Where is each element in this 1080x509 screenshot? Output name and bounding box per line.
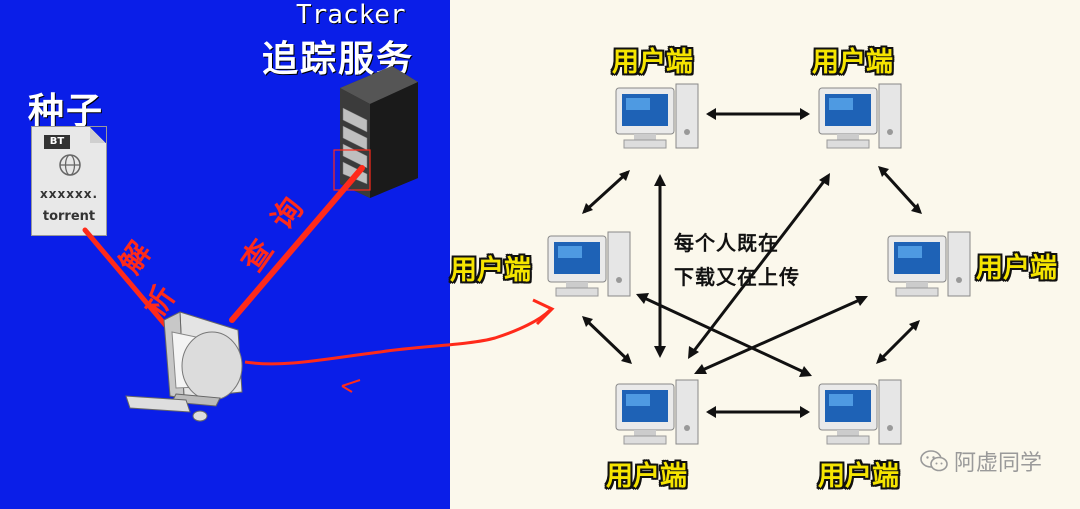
client-computer-icon-mid-right [887, 231, 971, 297]
bt-badge: BT [44, 135, 70, 149]
client-computer-icon-bottom-left [615, 379, 699, 445]
client-computer-icon-mid-left [547, 231, 631, 297]
client-label-mid-right: 用户端 [976, 253, 1057, 284]
watermark-text: 阿虚同学 [953, 451, 1042, 476]
file-name-bottom: torrent [42, 209, 96, 224]
client-label-bottom-left: 用户端 [606, 461, 687, 492]
client-label-top-right: 用户端 [812, 47, 893, 78]
parse-line [82, 227, 181, 343]
user-computer-icon [125, 311, 243, 422]
file-name-top: xxxxxx. [40, 187, 98, 201]
curved-arrow-line [244, 308, 552, 366]
client-computer-icon-top-right [818, 83, 902, 149]
query-line [229, 165, 365, 323]
file-corner [90, 127, 106, 143]
seed-label: 种子 [28, 91, 105, 132]
center-note-line-2: 下载又在上传 [674, 265, 800, 289]
wechat-icon [920, 450, 948, 472]
client-computer-icon-top-left [615, 83, 699, 149]
network-arrows [582, 112, 922, 414]
client-label-bottom-right: 用户端 [818, 461, 899, 492]
center-note: 每个人既在 下载又在上传 [674, 226, 800, 294]
client-label-mid-left: 用户端 [450, 255, 531, 286]
small-return-arrow [341, 379, 361, 393]
network-arrowheads [582, 108, 922, 418]
curved-arrow-head [532, 298, 555, 326]
globe-icon [59, 154, 81, 176]
client-computer-icon-bottom-right [818, 379, 902, 445]
client-label-top-left: 用户端 [612, 47, 693, 78]
center-note-line-1: 每个人既在 [674, 231, 779, 255]
server-icon [333, 66, 418, 198]
tracker-title-en: Tracker [296, 0, 406, 30]
torrent-file-icon: BT xxxxxx. torrent [31, 126, 107, 236]
watermark: 阿虚同学 [920, 445, 1042, 477]
